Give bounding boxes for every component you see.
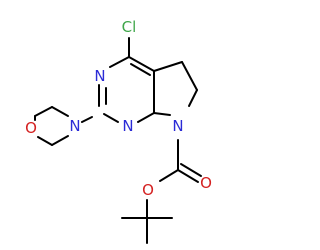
bond-carbonyl-ester-o — [159, 169, 179, 182]
bond-c2-morpholine-n — [81, 116, 93, 123]
atom-carbonyl-o: O — [200, 174, 212, 192]
bond-n7-c7a — [153, 112, 171, 116]
bond-morph-c3-c4 — [51, 135, 69, 146]
bond-c4a-c5 — [153, 61, 183, 72]
bond-c6-n7 — [188, 89, 198, 107]
atom-morpholine-n: N — [69, 117, 80, 135]
bond-c2-n1 — [103, 113, 119, 123]
bond-morph-c1-c2 — [34, 106, 53, 117]
atom-pyrroline-n7: N — [172, 117, 183, 135]
molecule-structure: Cl N N N N O O O — [25, 18, 212, 244]
bond-c4-c4a — [128, 56, 155, 72]
bond-layer — [34, 37, 202, 244]
atom-chlorine: Cl — [122, 18, 137, 36]
bond-c4-n3 — [109, 56, 130, 68]
atom-label-layer: Cl N N N N O O O — [25, 18, 212, 199]
atom-pyrimidine-n3: N — [94, 67, 105, 85]
atom-pyrimidine-n1: N — [122, 117, 133, 135]
atom-ester-o: O — [142, 181, 154, 199]
bond-n1-c7a — [137, 112, 155, 123]
bond-c4-c4a-double — [130, 63, 151, 76]
atom-morpholine-o: O — [25, 119, 37, 137]
bond-carbonyl-co — [177, 169, 199, 183]
bond-c5-c6 — [181, 61, 198, 91]
bond-carbonyl-co-double — [180, 163, 202, 177]
bond-morph-o-c3 — [37, 136, 53, 146]
bond-morph-n-c1 — [51, 106, 69, 117]
